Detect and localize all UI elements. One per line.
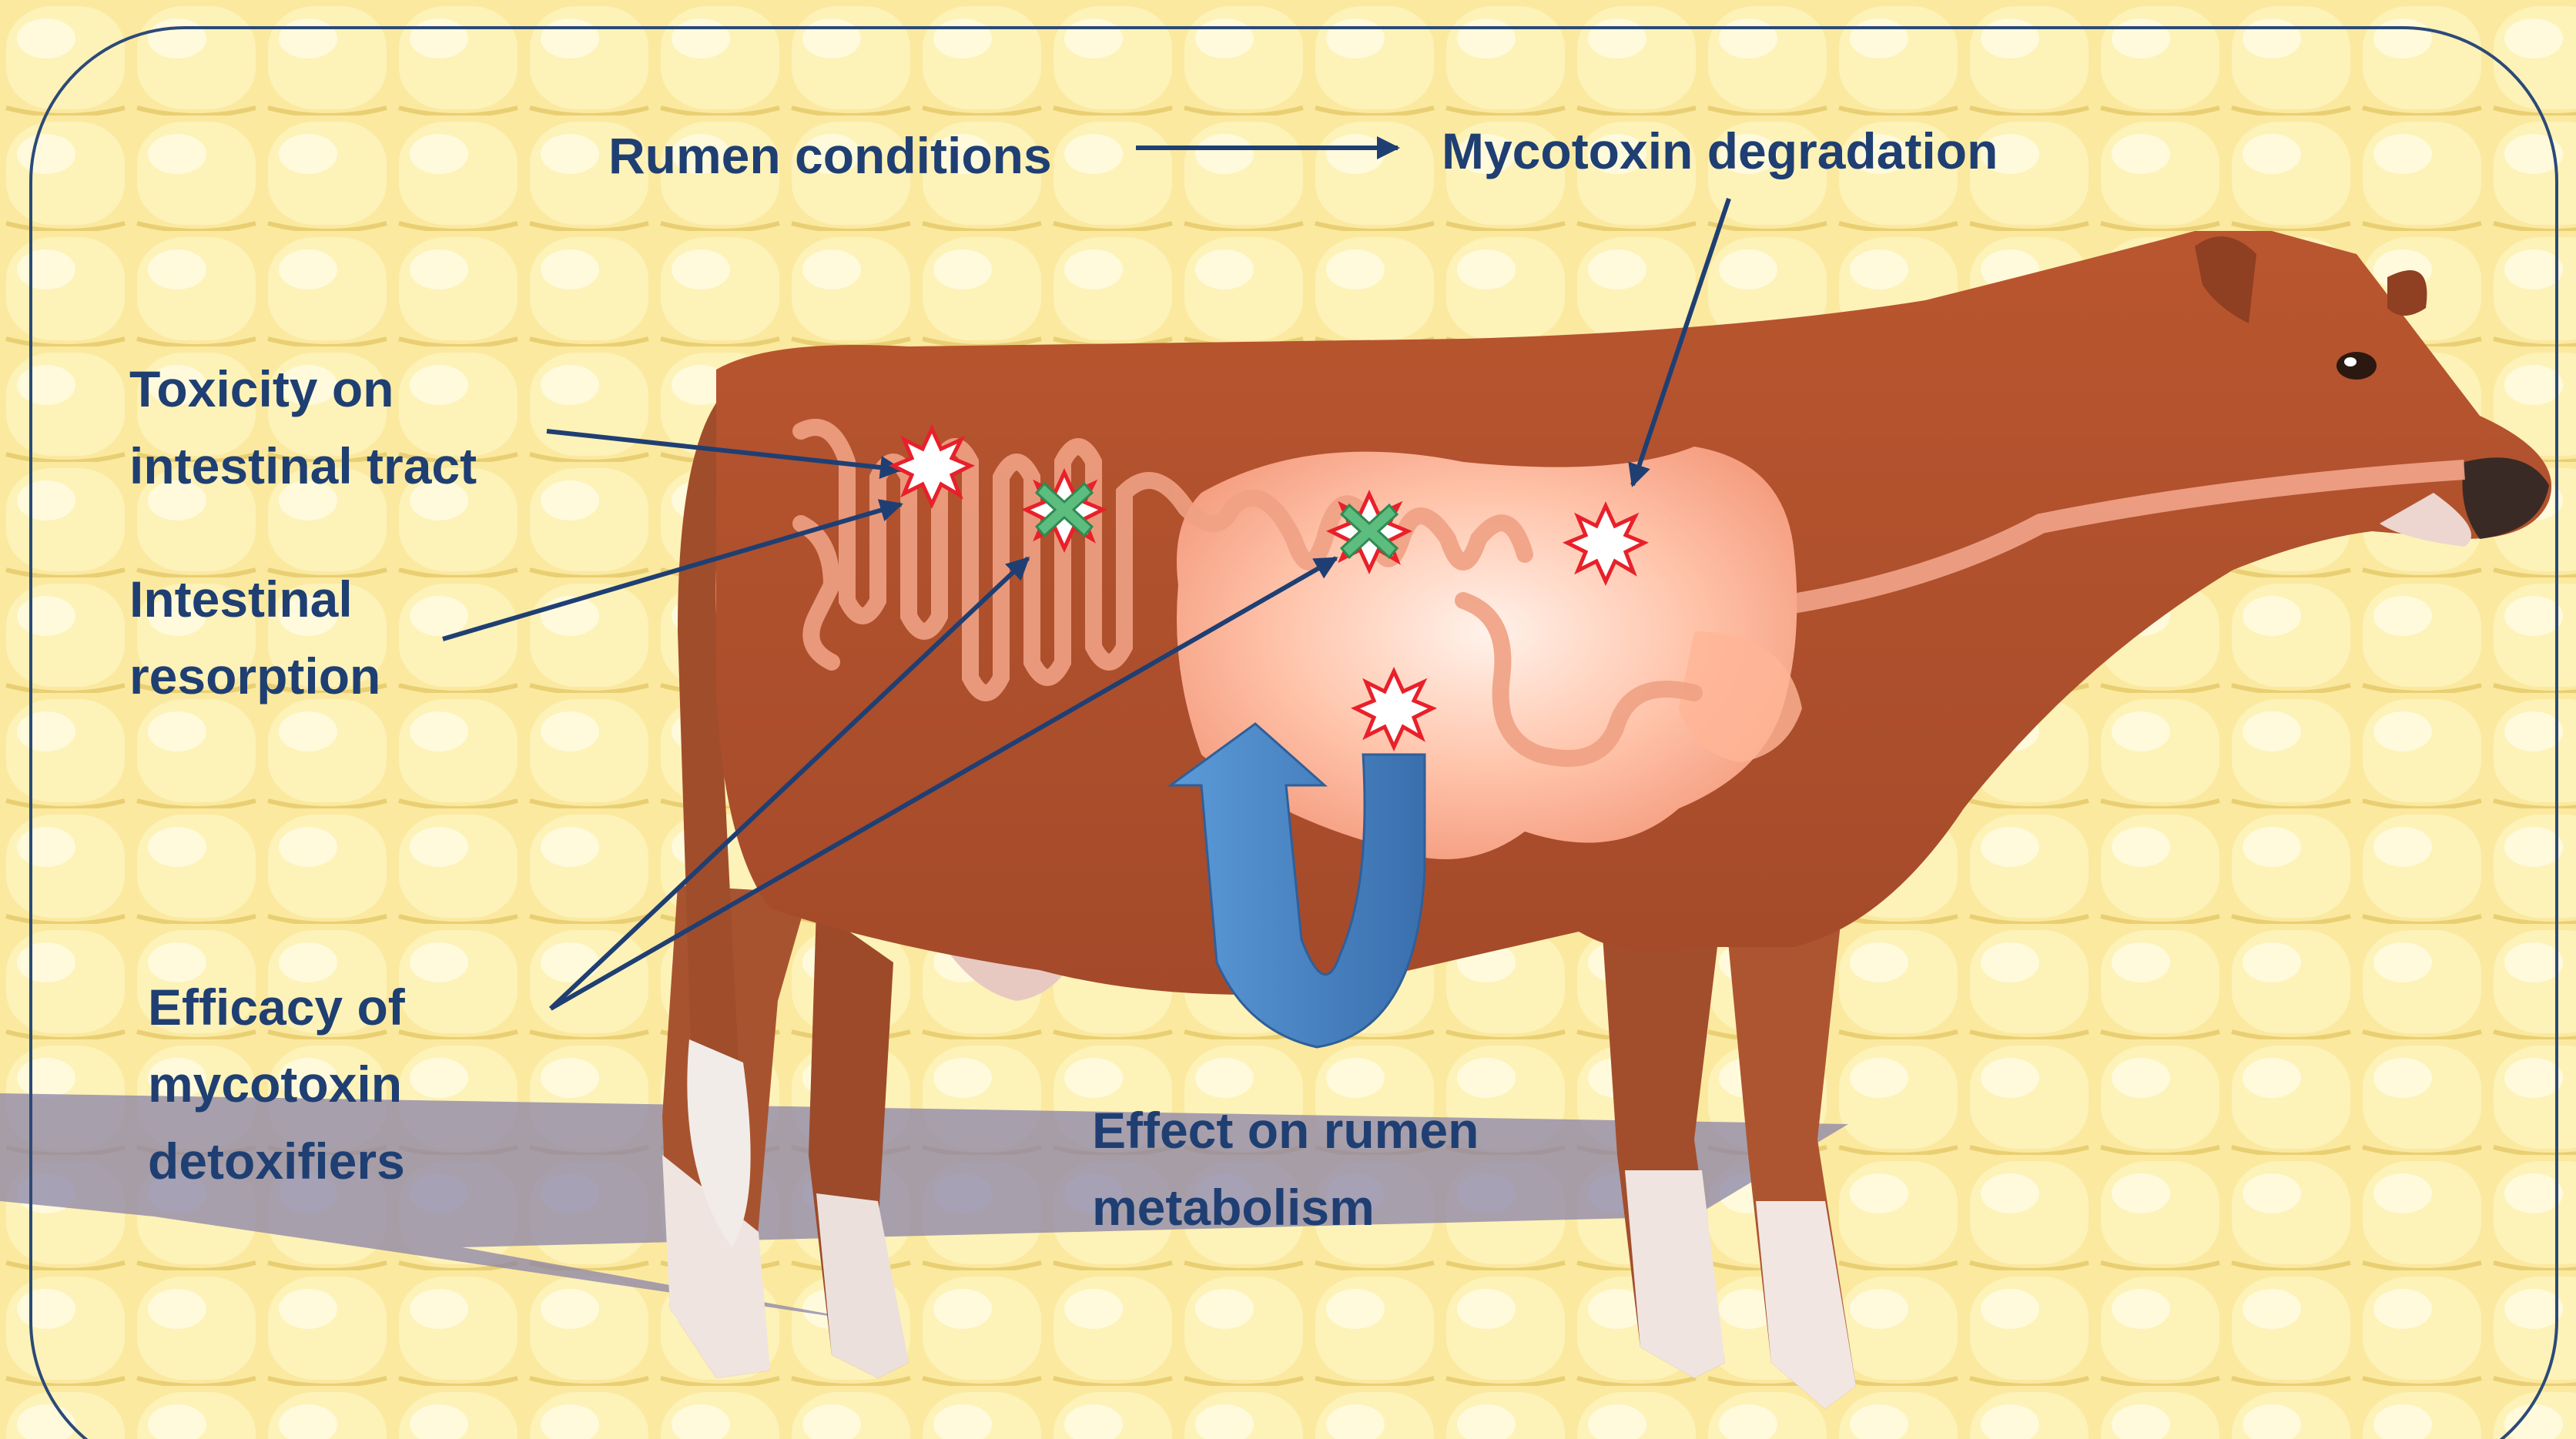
intestinal-resorption-label: Intestinal resorption [129,561,380,714]
efficacy-of-detoxifiers-label: Efficacy of mycotoxin detoxifiers [148,969,405,1200]
detoxifier-cross-icon [1026,473,1103,548]
toxin-burst-icon [1567,506,1644,581]
rumen-conditions-label: Rumen conditions [608,117,1052,194]
efficacy-line-1: Efficacy of [148,969,405,1046]
mycotoxin-degradation-label: Mycotoxin degradation [1442,112,1998,189]
toxicity-line-2: intestinal tract [129,427,477,504]
detoxifier-cross-icon [1331,494,1408,570]
toxicity-on-intestinal-tract-label: Toxicity on intestinal tract [129,350,477,504]
effect-line-1: Effect on rumen [1092,1092,1479,1169]
efficacy-line-2: mycotoxin [148,1046,405,1123]
resorption-line-1: Intestinal [129,561,380,638]
efficacy-line-3: detoxifiers [148,1123,405,1200]
toxin-burst-icon [893,429,970,504]
toxicity-line-1: Toxicity on [129,350,477,427]
resorption-line-2: resorption [129,638,380,714]
toxin-burst-icon [1355,671,1432,747]
effect-line-2: metabolism [1092,1169,1479,1246]
effect-on-rumen-metabolism-label: Effect on rumen metabolism [1092,1092,1479,1246]
